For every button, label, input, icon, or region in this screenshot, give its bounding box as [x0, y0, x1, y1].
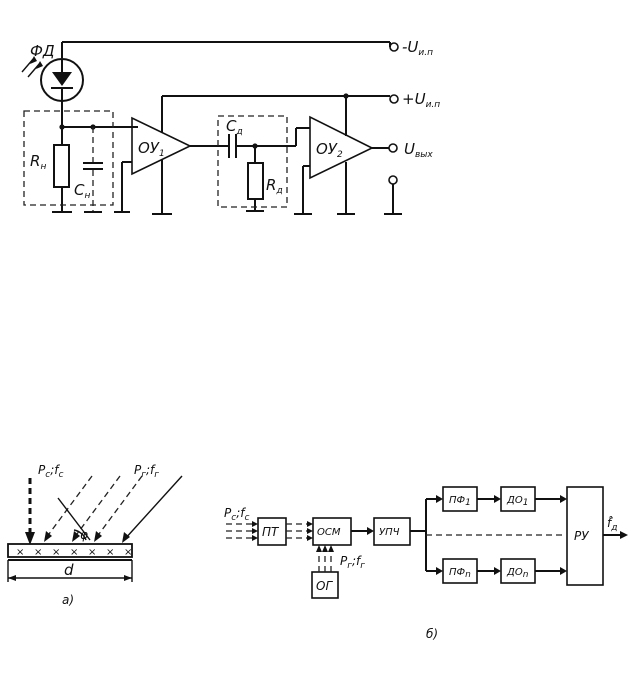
label-photodiode: ФД — [30, 42, 55, 60]
label-op-amp-2: ОУ2 — [316, 140, 343, 160]
photodiode-circuit — [21, 41, 402, 215]
label-pf1: ПФ1 — [449, 495, 471, 508]
cross-mark: × — [106, 547, 114, 558]
osm-block — [312, 517, 352, 546]
load-resistor — [53, 144, 70, 188]
label-output-estimate: f̂д — [607, 516, 617, 533]
label-fig-a-width: d — [64, 561, 74, 579]
output-terminal — [388, 143, 398, 153]
label-output: Uвых — [404, 140, 433, 160]
fig-a-detector-geometry — [7, 475, 183, 582]
do1-block — [500, 486, 536, 512]
op-amp-2 — [309, 115, 374, 180]
label-upch: УПЧ — [379, 527, 400, 538]
cross-mark: × — [16, 547, 24, 558]
label-diff-res: Rд — [266, 176, 283, 196]
fig-a-cross-marks: × × × × × × × — [16, 547, 132, 558]
label-load-resistor: Rн — [30, 152, 46, 172]
label-fig-b-input: Pс;fс — [224, 506, 249, 523]
cross-mark: × — [34, 547, 42, 558]
label-don: ДОn — [506, 567, 529, 580]
label-load-cap: Cн — [74, 181, 90, 201]
cross-mark: × — [124, 547, 132, 558]
label-pt: ПТ — [262, 525, 280, 539]
label-ru: РУ — [574, 529, 589, 543]
label-supply-plus: +Uи.п — [402, 90, 440, 110]
cross-mark: × — [52, 547, 60, 558]
og-block — [311, 571, 339, 599]
label-pfn: ПФn — [449, 567, 471, 580]
pf1-block — [442, 486, 478, 512]
label-osm: ОСМ — [317, 527, 341, 538]
label-diff-cap: Cд — [226, 117, 243, 137]
caption-fig-a: а) — [62, 593, 74, 607]
label-fig-a-signal: Pс;fс — [38, 463, 63, 480]
cross-mark: × — [88, 547, 96, 558]
label-do1: ДО1 — [506, 495, 528, 508]
label-supply-minus: -Uи.п — [402, 38, 433, 58]
photodiode-symbol — [21, 56, 84, 102]
label-op-amp-1: ОУ1 — [138, 139, 165, 159]
detector-plate — [7, 543, 133, 558]
label-fig-a-angle: φ — [80, 528, 88, 542]
ru-block — [566, 486, 604, 586]
caption-fig-b: б) — [426, 627, 438, 641]
cross-mark: × — [70, 547, 78, 558]
upch-block — [373, 517, 411, 546]
label-fig-a-het: Pг;fг — [134, 463, 159, 480]
supply-plus-terminal — [389, 94, 399, 104]
label-og: ОГ — [316, 579, 333, 593]
fig-b-block-diagram — [226, 486, 628, 599]
diff-resistor — [247, 162, 264, 200]
label-og-input: Pг;fг — [340, 554, 365, 571]
supply-minus-terminal — [389, 42, 399, 52]
